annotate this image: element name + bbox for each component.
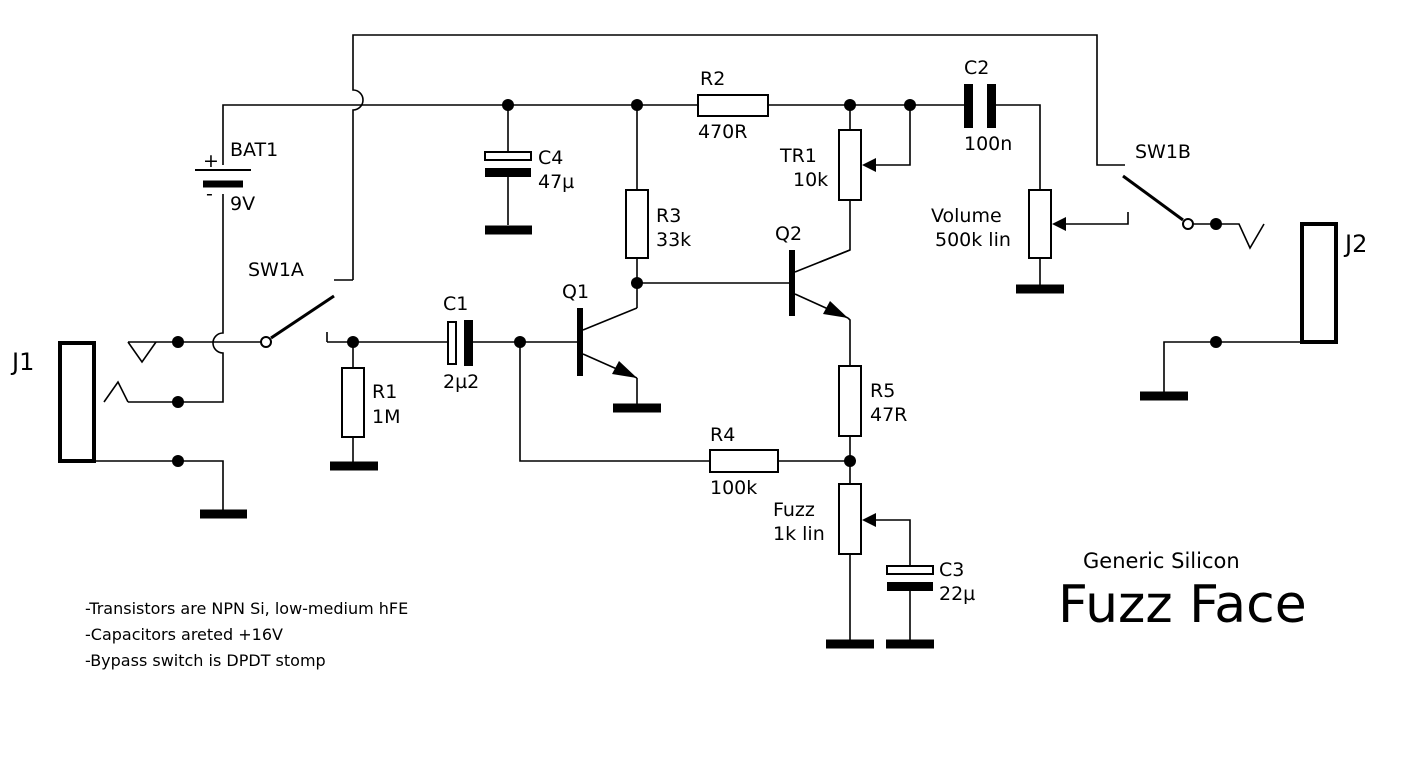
sw1b-ref: SW1B (1135, 141, 1191, 163)
jack-j1: J1 (10, 341, 157, 463)
q2-ref: Q2 (775, 223, 802, 245)
r1-value: 1M (372, 406, 400, 428)
resistor-r5: R5 47R (838, 365, 907, 437)
sw1a-ref: SW1A (248, 259, 304, 281)
pot-volume: Volume 500k lin (931, 189, 1066, 259)
junctions (172, 99, 1222, 467)
resistor-r4: R4 100k (709, 424, 779, 499)
bat1-value: 9V (230, 193, 255, 215)
volume-ref: Volume (931, 205, 1002, 227)
r5-ref: R5 (870, 380, 895, 402)
bat1-plus-sign: + (203, 150, 219, 172)
tr1-value: 10k (793, 169, 828, 191)
title-block: Generic Silicon Fuzz Face (1058, 549, 1307, 635)
title-subtitle: Generic Silicon (1083, 549, 1240, 573)
note-capacitors: -Capacitors areted +16V (85, 625, 283, 644)
wires (95, 34, 1300, 640)
note-transistors: -Transistors are NPN Si, low-medium hFE (85, 599, 408, 618)
volume-value: 500k lin (935, 229, 1011, 251)
transistor-q1: Q1 (562, 281, 638, 379)
r2-value: 470R (698, 121, 747, 143)
switch-sw1b: SW1B (1122, 141, 1194, 230)
c1-value: 2µ2 (443, 371, 479, 393)
resistor-r1: R1 1M (341, 367, 400, 438)
r1-ref: R1 (372, 381, 397, 403)
r4-value: 100k (710, 477, 757, 499)
note-bypass-switch: -Bypass switch is DPDT stomp (85, 651, 326, 670)
q1-ref: Q1 (562, 281, 589, 303)
capacitor-c3: C3 22µ (886, 559, 975, 605)
switch-sw1a: SW1A (248, 259, 353, 348)
notes: -Transistors are NPN Si, low-medium hFE … (85, 599, 408, 670)
r3-ref: R3 (656, 205, 681, 227)
resistor-r2: R2 470R (697, 68, 769, 143)
tr1-ref: TR1 (779, 145, 817, 167)
c4-value: 47µ (538, 171, 574, 193)
capacitor-c4: C4 47µ (484, 147, 574, 193)
capacitor-c2: C2 100n (964, 57, 1012, 155)
r4-ref: R4 (710, 424, 735, 446)
c3-ref: C3 (939, 559, 964, 581)
c2-value: 100n (964, 133, 1012, 155)
transistor-q2: Q2 (775, 223, 851, 319)
trimmer-tr1: TR1 10k (779, 129, 876, 201)
r2-ref: R2 (700, 68, 725, 90)
fuzz-value: 1k lin (773, 523, 825, 545)
c4-ref: C4 (538, 147, 563, 169)
pot-fuzz: Fuzz 1k lin (773, 483, 876, 555)
r5-value: 47R (870, 404, 907, 426)
battery-bat1: + - BAT1 9V (195, 139, 278, 215)
fuzz-ref: Fuzz (773, 499, 815, 521)
resistor-r3: R3 33k (625, 189, 691, 259)
bat1-ref: BAT1 (230, 139, 278, 161)
r3-value: 33k (656, 229, 691, 251)
jack-j2: J2 (1300, 222, 1367, 344)
c2-ref: C2 (964, 57, 989, 79)
capacitor-c1: C1 2µ2 (443, 293, 479, 393)
j2-ref: J2 (1343, 230, 1367, 258)
j1-ref: J1 (10, 348, 34, 376)
title-main: Fuzz Face (1058, 575, 1307, 635)
bat1-minus-sign: - (206, 183, 213, 205)
c1-ref: C1 (443, 293, 468, 315)
c3-value: 22µ (939, 583, 975, 605)
ground-symbols (200, 225, 1188, 649)
